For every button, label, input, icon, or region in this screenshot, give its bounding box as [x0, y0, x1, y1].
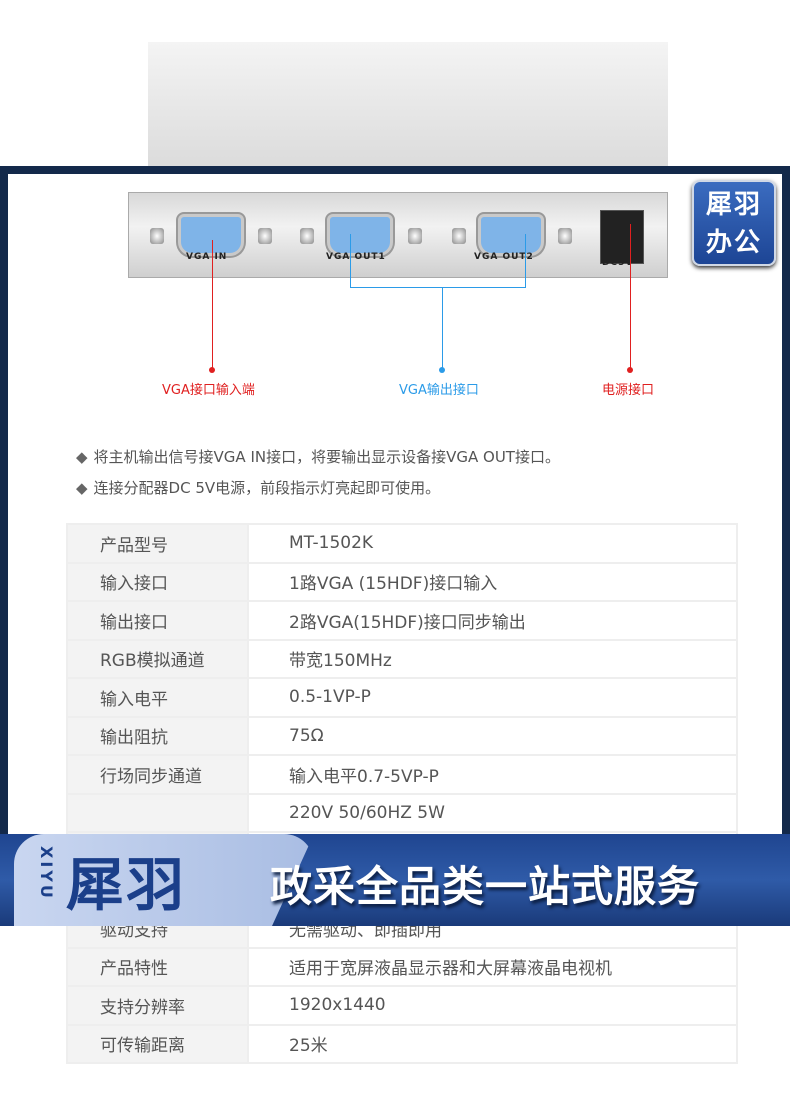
spec-label: 输出接口	[66, 600, 249, 641]
vga-out2-port	[478, 214, 544, 256]
spec-row: 220V 50/60HZ 5W	[66, 792, 738, 833]
callout-line	[630, 224, 631, 370]
spec-value: 25米	[247, 1023, 738, 1064]
port-label: VGA IN	[186, 252, 228, 262]
spec-value: 1920x1440	[247, 985, 738, 1026]
screw-icon	[258, 228, 272, 244]
callout-dot	[439, 367, 445, 373]
annotation-power: 电源接口	[602, 383, 655, 398]
callout-dot	[209, 367, 215, 373]
bullet-icon: ◆	[76, 448, 88, 466]
spec-label: 可传输距离	[66, 1023, 249, 1064]
spec-value: 1路VGA (15HDF)接口输入	[247, 561, 738, 602]
spec-label: 行场同步通道	[66, 754, 249, 795]
callout-bracket	[350, 234, 526, 288]
device-top	[148, 42, 668, 174]
vga-in-port	[178, 214, 244, 256]
spec-label	[66, 792, 249, 833]
spec-value: 0.5-1VP-P	[247, 677, 738, 718]
banner-slogan: 政采全品类一站式服务	[270, 862, 701, 911]
annotation-output: VGA输出接口	[399, 383, 479, 398]
spec-value: 适用于宽屏液晶显示器和大屏幕液晶电视机	[247, 946, 738, 987]
spec-row: 产品特性适用于宽屏液晶显示器和大屏幕液晶电视机	[66, 946, 738, 987]
note-text: 将主机输出信号接VGA IN接口，将要输出显示设备接VGA OUT接口。	[93, 448, 560, 466]
callout-line	[212, 240, 213, 370]
spec-row: RGB模拟通道带宽150MHz	[66, 638, 738, 679]
brand-latin: XIYU	[37, 846, 56, 901]
spec-label: 支持分辨率	[66, 985, 249, 1026]
instruction-note: ◆ 将主机输出信号接VGA IN接口，将要输出显示设备接VGA OUT接口。	[76, 446, 560, 467]
spec-value: 输入电平0.7-5VP-P	[247, 754, 738, 795]
spec-value: MT-1502K	[247, 523, 738, 564]
port-label: DC5V	[602, 258, 634, 268]
spec-value: 2路VGA(15HDF)接口同步输出	[247, 600, 738, 641]
port-label: VGA OUT2	[474, 252, 534, 262]
spec-value: 220V 50/60HZ 5W	[247, 792, 738, 833]
port-label: VGA OUT1	[326, 252, 386, 262]
screw-icon	[150, 228, 164, 244]
spec-label: 输入电平	[66, 677, 249, 718]
bullet-icon: ◆	[76, 479, 88, 497]
callout-line	[442, 288, 443, 370]
annotation-input: VGA接口输入端	[162, 383, 255, 398]
spec-value: 75Ω	[247, 715, 738, 756]
spec-value: 带宽150MHz	[247, 638, 738, 679]
spec-label: 产品特性	[66, 946, 249, 987]
logo-line: 犀羽	[705, 190, 762, 220]
dc-power-jack	[600, 210, 644, 264]
vga-out1-port	[327, 214, 393, 256]
spec-row: 行场同步通道输入电平0.7-5VP-P	[66, 754, 738, 795]
spec-label: 输出阻抗	[66, 715, 249, 756]
screw-icon	[452, 228, 466, 244]
screw-icon	[408, 228, 422, 244]
callout-dot	[627, 367, 633, 373]
note-text: 连接分配器DC 5V电源，前段指示灯亮起即可使用。	[93, 479, 441, 497]
spec-label: 产品型号	[66, 523, 249, 564]
brand-logo-badge: 犀羽办公	[692, 180, 776, 266]
instruction-note: ◆ 连接分配器DC 5V电源，前段指示灯亮起即可使用。	[76, 477, 440, 498]
screw-icon	[300, 228, 314, 244]
screw-icon	[558, 228, 572, 244]
logo-line: 办公	[705, 228, 762, 258]
brand-name: 犀羽	[66, 851, 187, 919]
spec-label: RGB模拟通道	[66, 638, 249, 679]
banner-brand-tab	[14, 834, 314, 926]
spec-label: 输入接口	[66, 561, 249, 602]
